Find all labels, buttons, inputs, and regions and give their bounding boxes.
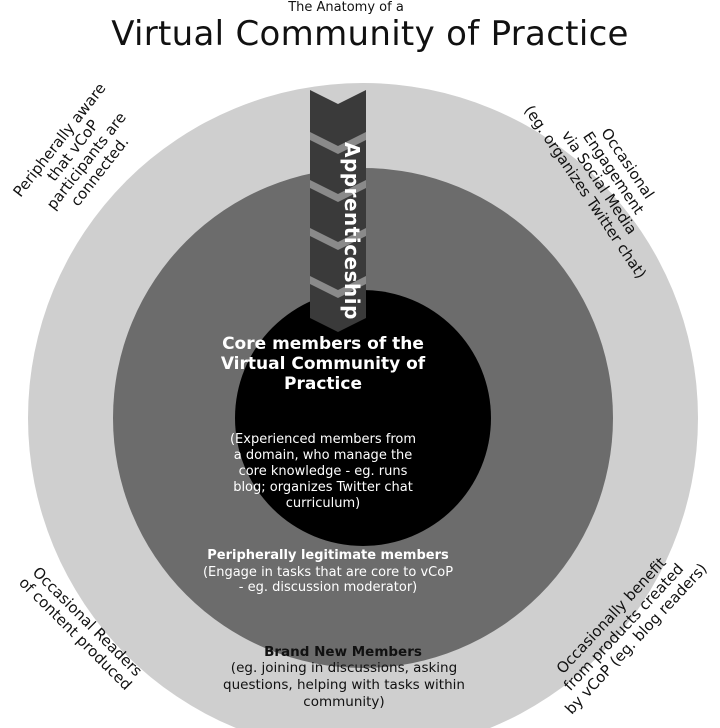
apprenticeship-arrow	[310, 90, 366, 332]
core-circle	[235, 290, 491, 546]
core-members-description: (Experienced members from a domain, who …	[229, 432, 417, 511]
peripheral-members-title: Peripherally legitimate members	[207, 548, 449, 563]
core-members-title: Core members of the Virtual Community of…	[220, 334, 426, 394]
diagram-title: Virtual Community of Practice	[111, 14, 629, 54]
brand-new-members-description: (eg. joining in discussions, asking ques…	[223, 660, 465, 710]
apprenticeship-label: Apprenticeship	[340, 142, 364, 320]
brand-new-members-title: Brand New Members	[264, 644, 422, 660]
diagram-supertitle: The Anatomy of a	[288, 0, 404, 15]
peripheral-members-description: (Engage in tasks that are core to vCoP -…	[202, 565, 454, 595]
